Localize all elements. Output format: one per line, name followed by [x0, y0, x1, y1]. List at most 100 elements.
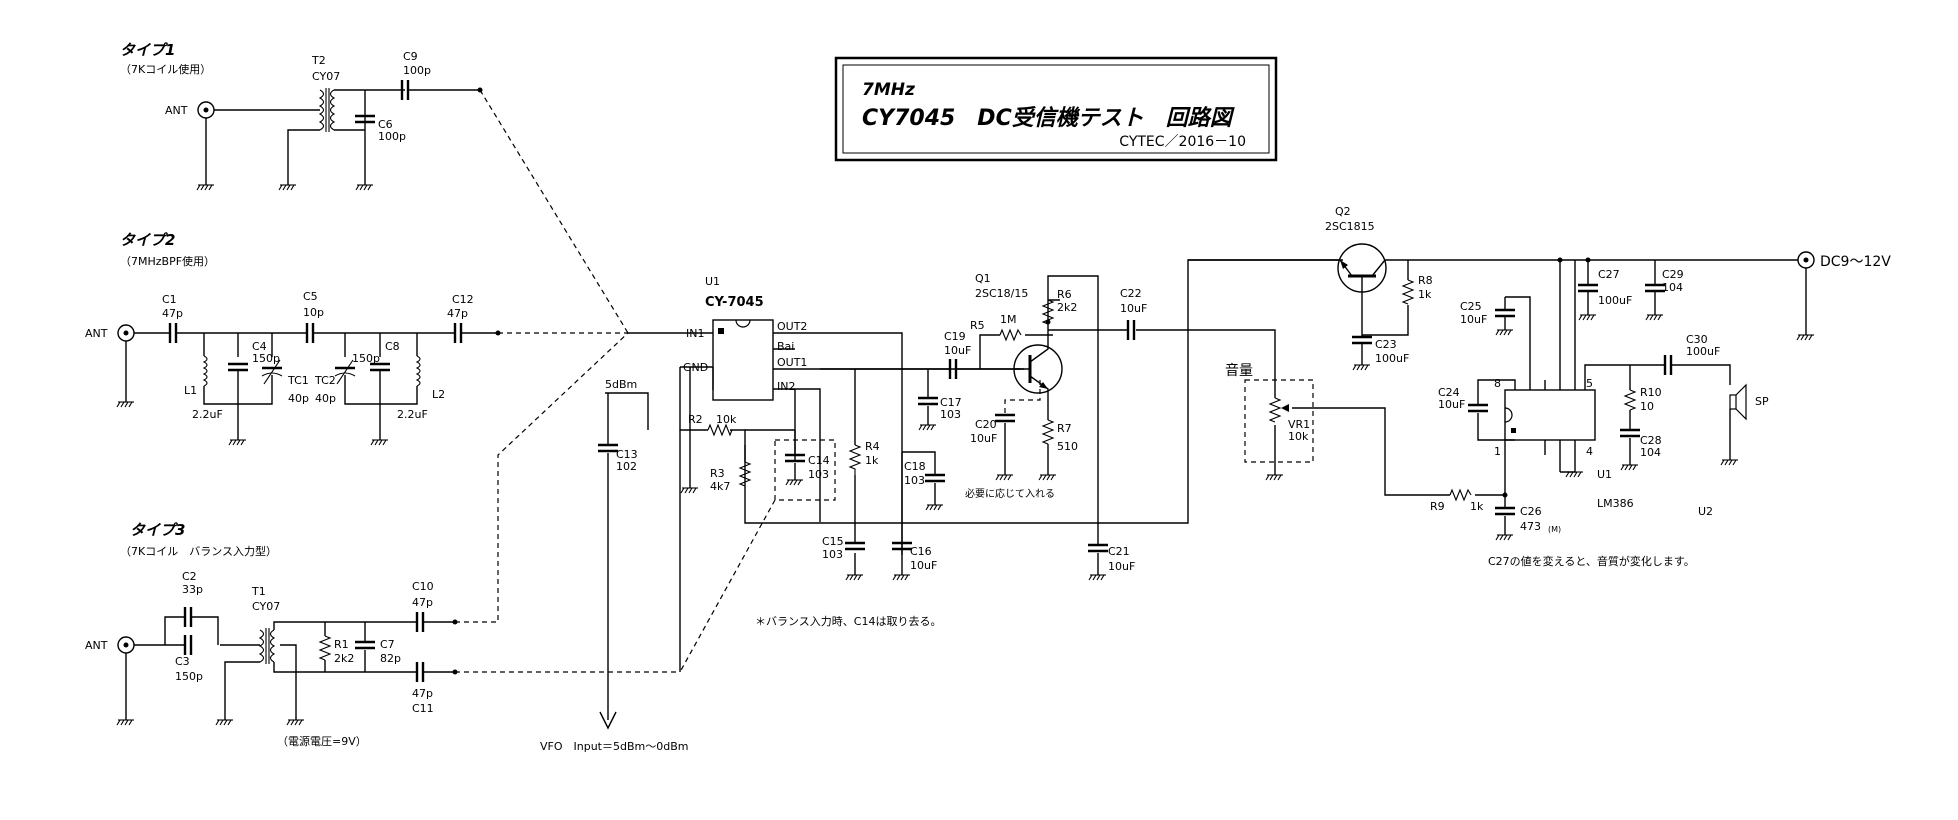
- t2-label: T2: [311, 54, 326, 67]
- r3-label: R3: [710, 467, 725, 480]
- pin-bai: Bai: [777, 340, 794, 353]
- r5-label: R5: [970, 319, 985, 332]
- q1-part: 2SC18/15: [975, 287, 1028, 300]
- c9-label: C9: [403, 50, 418, 63]
- pin-8: 8: [1494, 377, 1501, 390]
- mixer-u1: U1 CY-7045 IN1 GND OUT2 Bai OUT1 IN2 5dB…: [540, 259, 1343, 753]
- vr1-label: VR1: [1288, 418, 1310, 431]
- c2-label: C2: [182, 570, 197, 583]
- l2-value: 2.2uF: [397, 408, 428, 421]
- transistor-q1: [1013, 335, 1063, 420]
- tc1-value: 40p: [288, 392, 309, 405]
- transformer-t2: [318, 88, 336, 132]
- c20-value: 10uF: [970, 432, 997, 445]
- r3-value: 4k7: [710, 480, 730, 493]
- u1b-part: LM386: [1597, 497, 1634, 510]
- c9-value: 100p: [403, 64, 431, 77]
- speaker-icon: [1729, 383, 1747, 421]
- type2-subtitle: （7MHzBPF使用）: [120, 255, 215, 268]
- c17-label: C17: [940, 396, 962, 409]
- q2-part: 2SC1815: [1325, 220, 1375, 233]
- l2-label: L2: [432, 388, 445, 401]
- ant-label-3: ANT: [85, 639, 108, 652]
- c25-label: C25: [1460, 300, 1482, 313]
- q1-amplifier: C19 10uF C17 103 R5 1M Q1 2SC18/15 R6 2k…: [820, 272, 1276, 581]
- type2-heading: タイプ2: [120, 231, 175, 249]
- c26-value: 473: [1520, 520, 1541, 533]
- c22-value: 10uF: [1120, 302, 1147, 315]
- tc1-label: TC1: [287, 374, 309, 387]
- t1-label: T1: [251, 585, 266, 598]
- dbm-label: 5dBm: [605, 378, 637, 391]
- pin-in1: IN1: [686, 327, 704, 340]
- r6-label: R6: [1057, 288, 1072, 301]
- c4-label: C4: [252, 340, 267, 353]
- power-section: Q2 2SC1815 R8 1k C23 100uF C27 100uF C29…: [1188, 205, 1891, 371]
- c17-value: 103: [940, 408, 961, 421]
- c4-value: 150p: [252, 352, 280, 365]
- vfo-label: VFO Input＝5dBm～0dBm: [540, 740, 688, 753]
- type2-section: タイプ2 （7MHzBPF使用） ANT C1 47p C5 10p C12 4…: [85, 231, 628, 446]
- pin-out1: OUT1: [777, 356, 807, 369]
- r5-value: 1M: [1000, 313, 1017, 326]
- c30-value: 100uF: [1686, 345, 1720, 358]
- u1-label: U1: [705, 275, 720, 288]
- r8-label: R8: [1418, 274, 1433, 287]
- c12-label: C12: [452, 293, 474, 306]
- c13-label: C13: [616, 448, 638, 461]
- c24-label: C24: [1438, 386, 1460, 399]
- optional-note: 必要に応じて入れる: [965, 487, 1055, 500]
- c28-value: 104: [1640, 446, 1661, 459]
- tc2-label: TC2: [314, 374, 336, 387]
- type3-heading: タイプ3: [130, 521, 185, 539]
- ant-label-2: ANT: [85, 327, 108, 340]
- u1b-label: U1: [1597, 468, 1612, 481]
- transistor-q2: [1337, 243, 1387, 293]
- r4-value: 1k: [865, 454, 879, 467]
- c14-value: 103: [808, 468, 829, 481]
- dc-connector: [1797, 251, 1815, 269]
- c29-value: 104: [1662, 281, 1683, 294]
- c6-label: C6: [378, 118, 393, 131]
- c5-value: 10p: [303, 306, 324, 319]
- c16-label: C16: [910, 545, 932, 558]
- r7-label: R7: [1057, 422, 1072, 435]
- pin-gnd: GND: [683, 361, 708, 374]
- pin-in2: IN2: [777, 380, 795, 393]
- antenna-connector-1: [197, 101, 215, 119]
- r10-label: R10: [1640, 386, 1662, 399]
- pin-out2: OUT2: [777, 320, 807, 333]
- c8-label: C8: [385, 340, 400, 353]
- c15-value: 103: [822, 548, 843, 561]
- l1-value: 2.2uF: [192, 408, 223, 421]
- title-block: 7MHz CY7045 DC受信機テスト 回路図 CYTEC／2016－10: [834, 56, 1278, 162]
- c7-value: 82p: [380, 652, 401, 665]
- c1-value: 47p: [162, 307, 183, 320]
- audio-amp: 音量 VR1 10k R9 1k C26 473 (M) 8 5 1 4 U1 …: [1225, 260, 1769, 568]
- sp-label: SP: [1755, 395, 1769, 408]
- c18-label: C18: [904, 460, 926, 473]
- c25-value: 10uF: [1460, 313, 1487, 326]
- t2-part: CY07: [312, 70, 340, 83]
- c24-value: 10uF: [1438, 398, 1465, 411]
- r9-value: 1k: [1470, 500, 1484, 513]
- balance-note: ＊バランス入力時、C14は取り去る。: [755, 615, 941, 628]
- c13-value: 102: [616, 460, 637, 473]
- antenna-connector-3: [117, 636, 135, 654]
- tc2-value: 40p: [315, 392, 336, 405]
- c11-label: C11: [412, 702, 434, 715]
- c21-value: 10uF: [1108, 560, 1135, 573]
- c14-label: C14: [808, 454, 830, 467]
- volume-label: 音量: [1225, 362, 1253, 379]
- c27-value: 100uF: [1598, 294, 1632, 307]
- c26-note: (M): [1548, 525, 1561, 534]
- c11-value: 47p: [412, 687, 433, 700]
- c8-value: 150p: [352, 352, 380, 365]
- r7-value: 510: [1057, 440, 1078, 453]
- q2-label: Q2: [1335, 205, 1351, 218]
- c18-value: 103: [904, 474, 925, 487]
- c23-value: 100uF: [1375, 352, 1409, 365]
- antenna-connector-2: [117, 324, 135, 342]
- r9-label: R9: [1430, 500, 1445, 513]
